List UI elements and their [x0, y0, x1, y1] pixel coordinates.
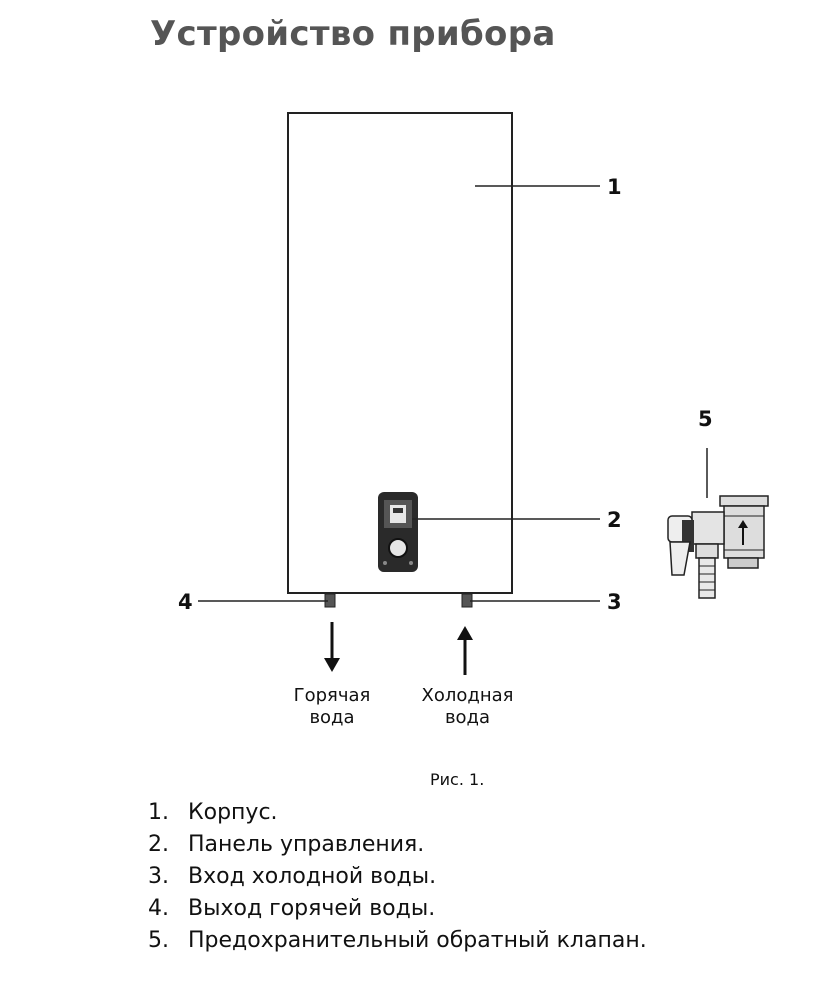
cold-water-label: Холодная вода	[405, 685, 530, 729]
legend-item: 5. Предохранительный обратный клапан.	[148, 925, 647, 957]
callout-5: 5	[698, 407, 713, 431]
hot-water-down-arrow	[324, 622, 340, 672]
legend-number: 3.	[148, 864, 169, 889]
hot-water-label: Горячая вода	[277, 685, 387, 729]
hot-water-line1: Горячая	[293, 685, 371, 706]
legend-text: Вход холодной воды.	[188, 864, 437, 889]
legend-item: 4. Выход горячей воды.	[148, 893, 647, 925]
cold-water-line1: Холодная	[421, 685, 514, 706]
legend-text: Выход горячей воды.	[188, 896, 436, 921]
legend-list: 1. Корпус. 2. Панель управления. 3. Вход хо…	[148, 797, 647, 957]
legend-text: Предохранительный обратный клапан.	[188, 928, 647, 953]
hot-water-line2: вода	[309, 707, 355, 728]
callout-2: 2	[607, 508, 622, 532]
legend-number: 1.	[148, 800, 169, 825]
cold-water-line2: вода	[444, 707, 491, 728]
page-title: Устройство прибора	[150, 14, 556, 54]
legend-number: 5.	[148, 928, 169, 953]
control-panel-icon	[378, 492, 418, 572]
callout-3: 3	[607, 590, 622, 614]
figure-caption: Рис. 1.	[430, 770, 485, 789]
legend-item: 1. Корпус.	[148, 797, 647, 829]
callout-1: 1	[607, 175, 622, 199]
legend-text: Корпус.	[188, 800, 278, 825]
callout-4: 4	[178, 590, 193, 614]
safety-valve-icon	[667, 448, 769, 599]
legend-number: 2.	[148, 832, 169, 857]
legend-item: 3. Вход холодной воды.	[148, 861, 647, 893]
legend-item: 2. Панель управления.	[148, 829, 647, 861]
legend-number: 4.	[148, 896, 169, 921]
cold-water-up-arrow	[457, 626, 473, 675]
legend-text: Панель управления.	[188, 832, 425, 857]
